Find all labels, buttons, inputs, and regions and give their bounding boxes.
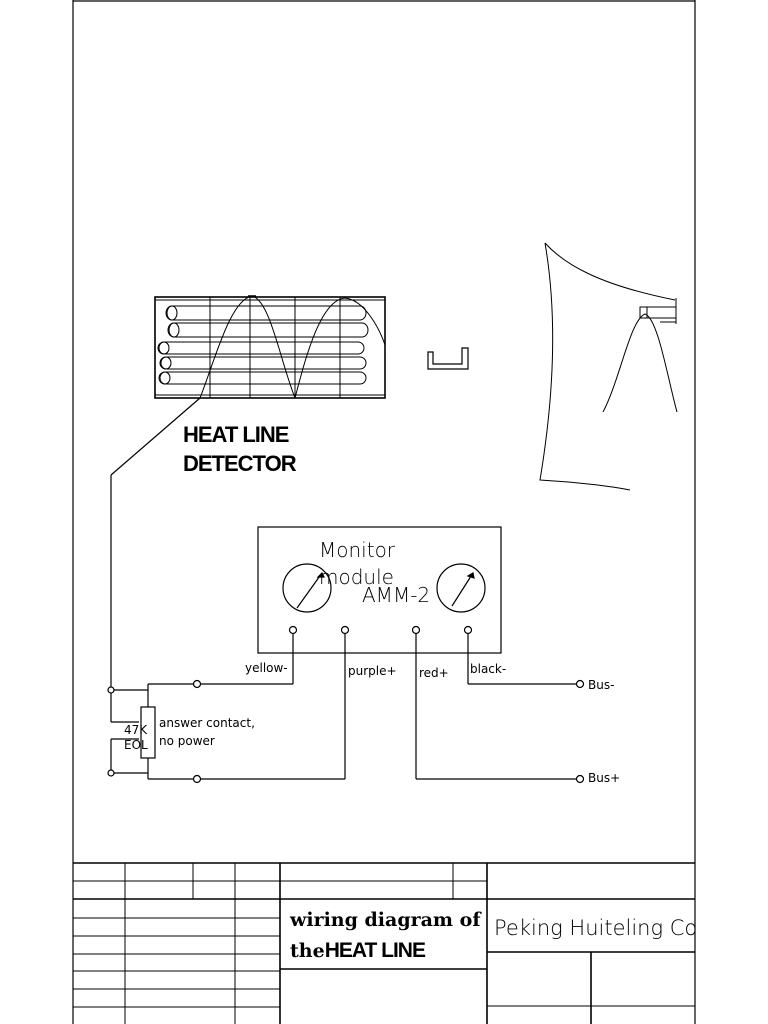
drawing-title-emph: HEAT LINE <box>325 939 426 962</box>
junction-dot <box>107 769 115 777</box>
company-name: Peking Huiteling Co <box>494 916 697 940</box>
drawing-frame <box>72 0 696 1024</box>
monitor-module: Monitor module AMM-2 <box>257 526 502 654</box>
heat-line-detector-illustration <box>154 295 386 399</box>
installation-sketch <box>539 242 678 491</box>
terminal-red <box>411 625 421 635</box>
bus-positive-terminal <box>575 774 585 784</box>
resistor-value: 47K <box>124 723 148 737</box>
terminal-black <box>463 625 473 635</box>
bus-positive-label: Bus+ <box>588 771 620 785</box>
wire-label-red: red+ <box>419 666 449 680</box>
wire-junctions <box>107 679 585 784</box>
module-name-line2: module <box>319 565 394 589</box>
heat-line-cables <box>157 305 369 385</box>
title-block <box>73 862 695 1024</box>
detector-label-line2: DETECTOR <box>183 451 297 476</box>
meter-gauge-icon <box>436 563 486 613</box>
meter-gauge-icon <box>282 563 332 613</box>
detector-label-line1: HEAT LINE <box>183 422 289 447</box>
resistor-label: EOL <box>124 738 148 752</box>
terminal-yellow <box>288 625 298 635</box>
drawing-title-prefix: the <box>290 940 325 962</box>
bus-negative-terminal <box>575 679 585 689</box>
wire-label-yellow: yellow- <box>245 661 288 675</box>
junction-dot <box>107 686 115 694</box>
wire-label-black: black- <box>470 662 506 676</box>
drawing-title-line1: wiring diagram of <box>289 909 482 931</box>
drawing-title-line2: theHEAT LINE <box>290 939 426 962</box>
contact-terminal <box>192 774 202 784</box>
eol-resistor: 47K EOL <box>124 706 156 759</box>
module-name-line1: Monitor <box>319 538 396 562</box>
module-model: AMM-2 <box>362 583 430 607</box>
wire-label-purple: purple+ <box>348 664 397 678</box>
mounting-bracket-symbol <box>427 347 469 370</box>
wiring-lines <box>110 397 576 780</box>
contact-label-line1: answer contact, <box>159 716 255 730</box>
module-terminals <box>288 625 473 635</box>
bus-negative-label: Bus- <box>588 678 614 692</box>
contact-terminal <box>192 679 202 689</box>
contact-label-line2: no power <box>159 734 215 748</box>
terminal-purple <box>340 625 350 635</box>
